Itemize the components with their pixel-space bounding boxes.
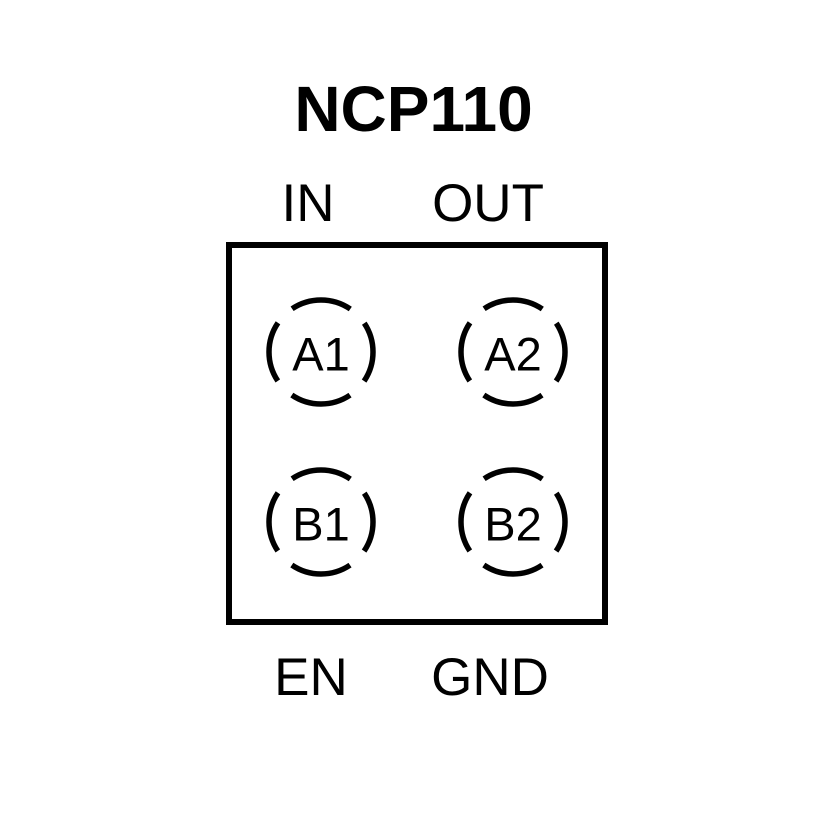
ball-label-b2: B2 [484,497,542,551]
ball-a2-circle-icon [458,297,568,407]
pin-label-out: OUT [432,174,544,233]
ball-a1-circle-icon [266,297,376,407]
ball-label-b1: B1 [292,497,350,551]
ball-label-a1: A1 [292,327,350,381]
chip-title: NCP110 [294,73,533,145]
pin-label-en: EN [274,648,348,707]
ball-label-a2: A2 [484,327,542,381]
ball-b2-circle-icon [458,467,568,577]
pin-label-gnd: GND [431,648,549,707]
package-outline [226,242,608,625]
ball-b1-circle-icon [266,467,376,577]
pin-label-in: IN [281,174,335,233]
